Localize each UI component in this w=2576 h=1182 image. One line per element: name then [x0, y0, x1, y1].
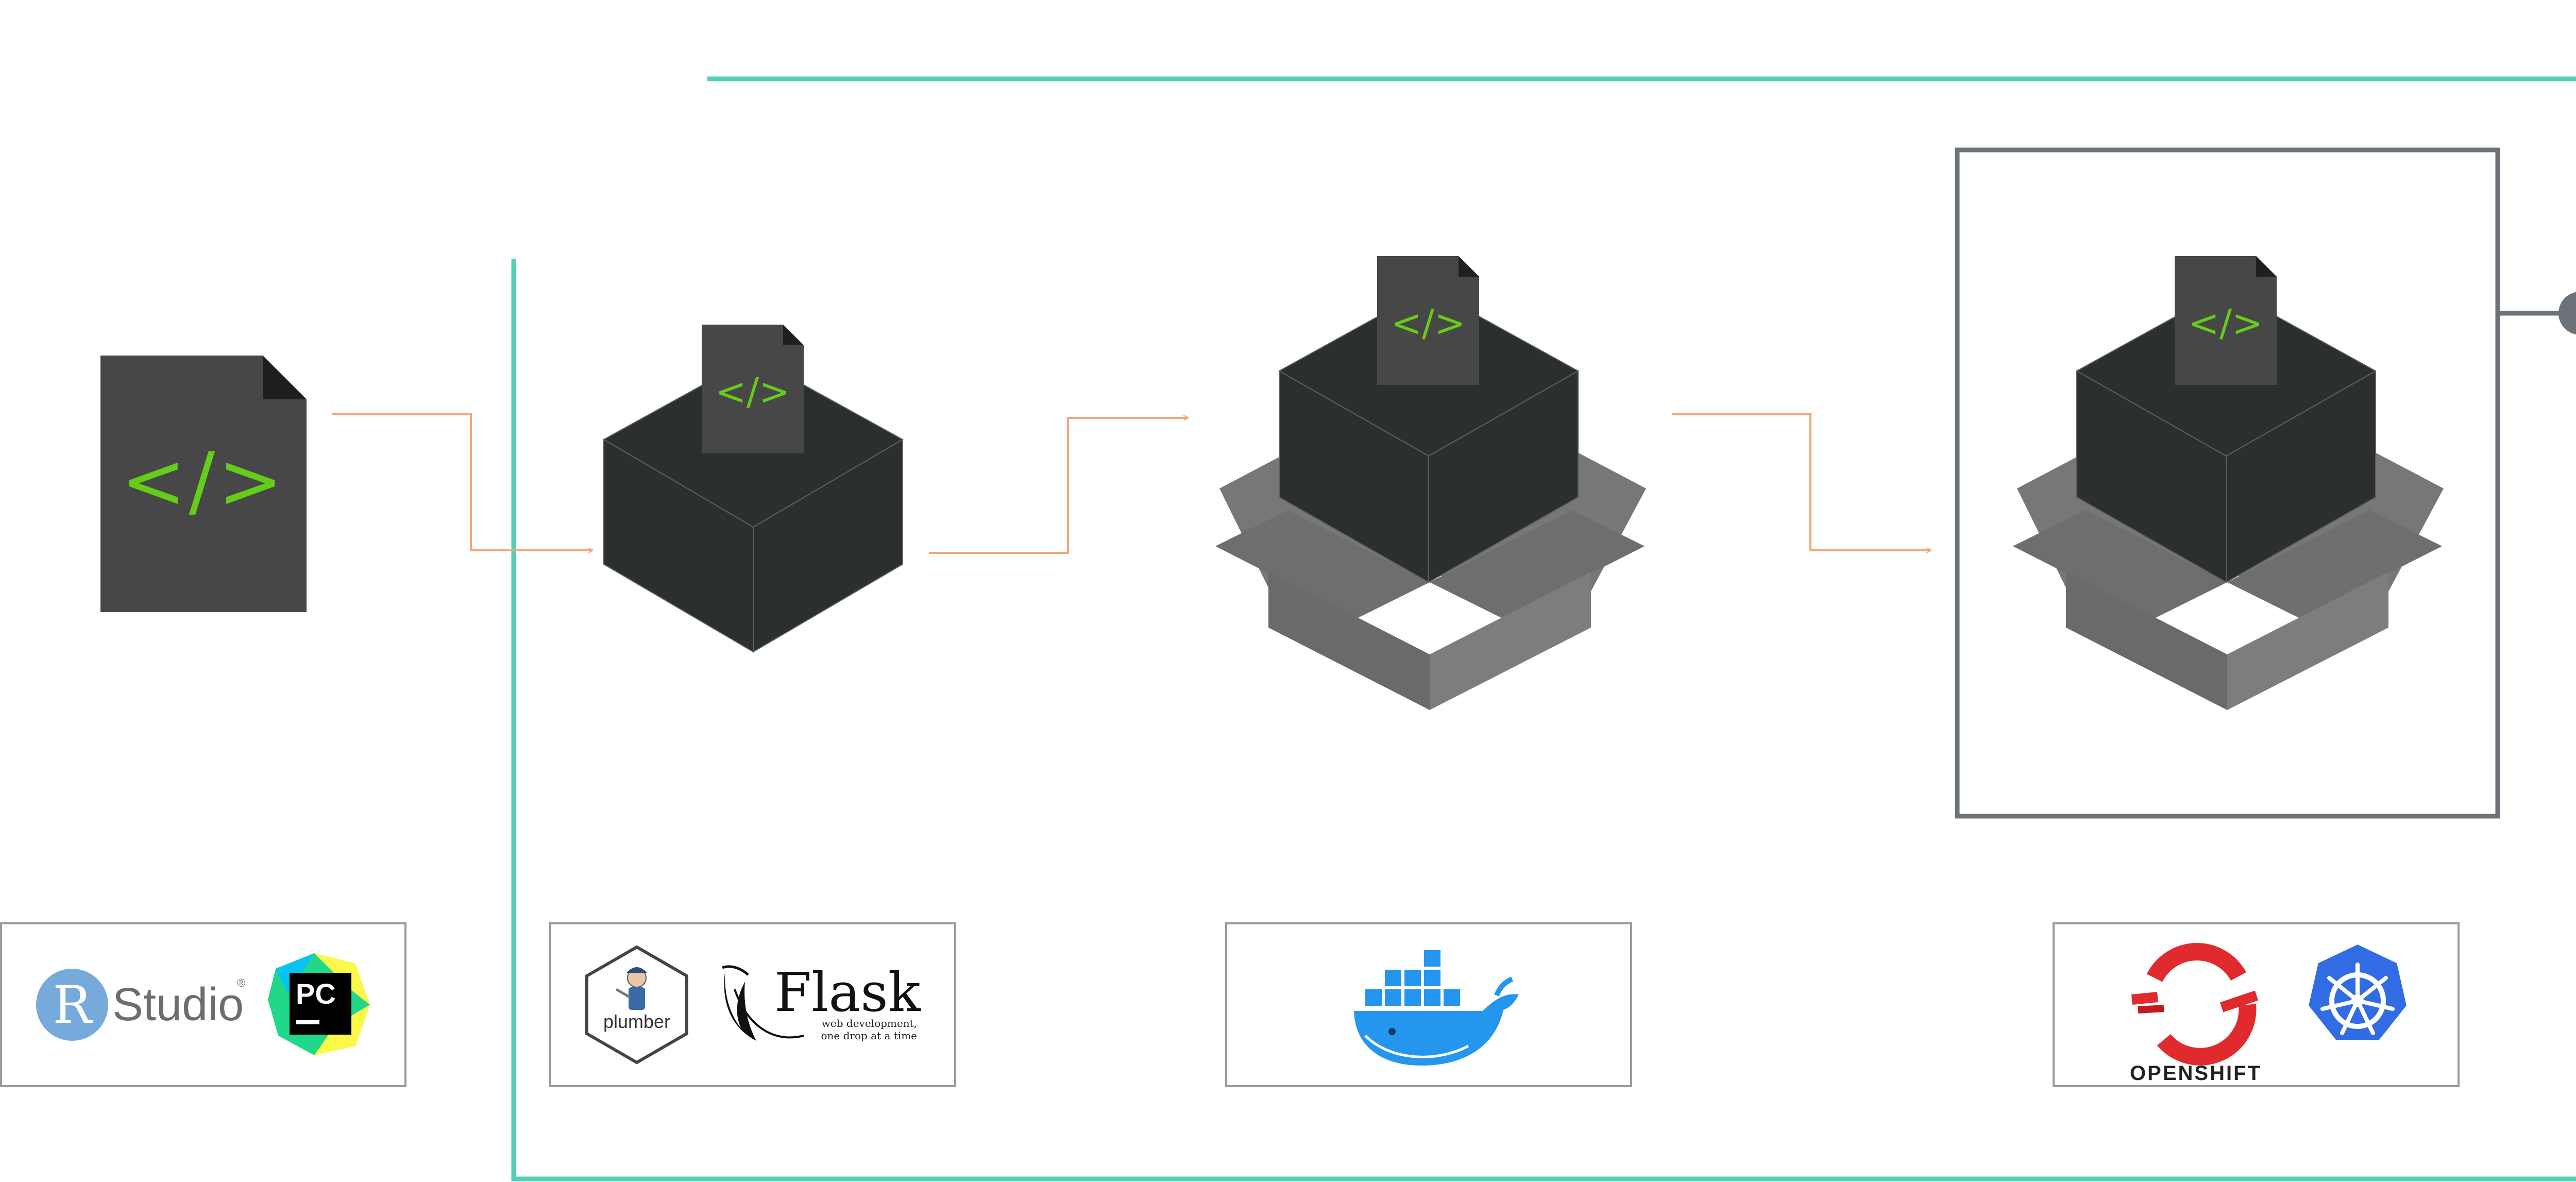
flask-tagline-1: web development, [822, 1017, 917, 1029]
deployment-frame [1955, 147, 2500, 819]
api-framework-logos-box: plumber Flask web development, one drop … [549, 922, 956, 1087]
code-symbol: </> [2189, 301, 2263, 345]
code-symbol: </> [1391, 301, 1466, 345]
container-logos-box [1225, 922, 1632, 1087]
rstudio-word: Studio [112, 979, 244, 1031]
pycharm-logo: PC [268, 953, 370, 1055]
flow-arrow-2 [929, 418, 1188, 554]
openshift-text: OPENSHIFT [2130, 1062, 2262, 1085]
orchestration-logos-box: OPENSHIFT [2053, 922, 2460, 1087]
rstudio-logo: R Studio ® [36, 969, 245, 1041]
code-file-icon: </> [100, 356, 307, 612]
plumber-text: plumber [603, 1011, 670, 1032]
container-box-icon: </> [1215, 256, 1646, 710]
flask-title: Flask [774, 961, 921, 1024]
rstudio-registered-mark: ® [237, 976, 245, 989]
openshift-logo: OPENSHIFT [2130, 943, 2262, 1085]
kubernetes-logo [2306, 942, 2409, 1042]
pycharm-text: PC [296, 977, 336, 1010]
code-symbol: </> [716, 370, 790, 413]
ide-logos-box: R Studio ® PC [0, 922, 406, 1087]
plumber-logo: plumber [585, 945, 688, 1065]
code-symbol: </> [121, 436, 286, 526]
deployed-container-icon: </> [2013, 256, 2444, 710]
outer-teal-frame [511, 76, 2576, 1181]
flask-logo: Flask web development, one drop at a tim… [722, 961, 921, 1042]
endpoint-broadcast-icon [2498, 292, 2576, 335]
docker-logo [1354, 948, 1519, 1066]
flow-arrow-1 [332, 413, 592, 550]
flow-arrow-3 [1672, 413, 1931, 550]
code-cube-icon: </> [602, 325, 904, 653]
flask-tagline-2: one drop at a time [821, 1029, 917, 1042]
rstudio-letter: R [53, 975, 93, 1035]
